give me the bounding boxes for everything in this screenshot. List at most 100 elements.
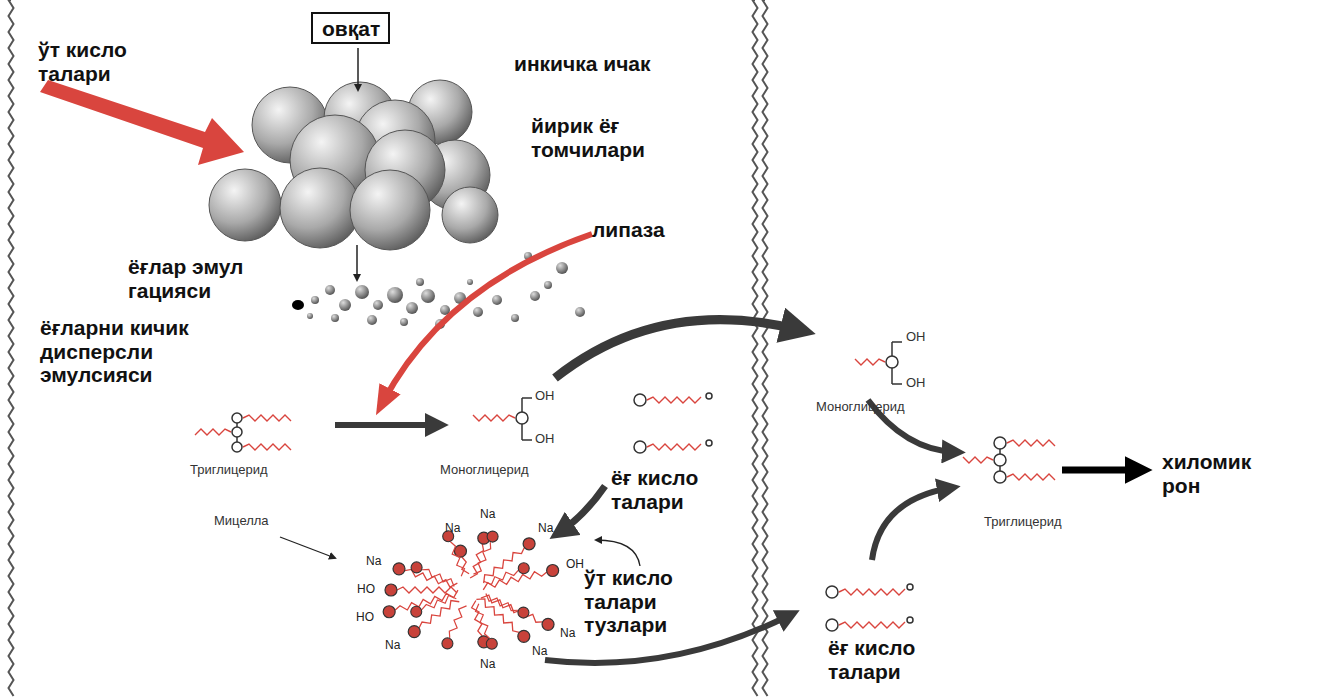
- hydrolysis-arrow: [335, 422, 438, 428]
- micelle-head: [411, 562, 422, 573]
- micelle-head: [383, 606, 395, 618]
- micelle: [383, 531, 558, 649]
- bond: [522, 439, 532, 441]
- callout-label: ўт кисло талари тузлари: [584, 566, 704, 637]
- micelle-tail: [422, 595, 456, 609]
- fat-droplet: [280, 168, 360, 248]
- emulsion-droplet: [400, 318, 408, 326]
- chem-label: OH: [535, 389, 565, 404]
- emulsion-droplet: [387, 287, 403, 303]
- glycerol-atom: [826, 586, 838, 598]
- emulsion-droplet: [373, 300, 383, 310]
- micelle-tail: [475, 604, 489, 638]
- micelle-tail: [405, 569, 458, 587]
- chem-label: HO: [357, 583, 381, 596]
- fatty-chain: [195, 429, 231, 435]
- fatty-chain: [839, 589, 905, 595]
- emulsion-droplet: [544, 281, 552, 289]
- emulsion-droplet: [421, 289, 435, 303]
- micelle-tail: [484, 570, 518, 584]
- micelle-tail: [422, 569, 454, 586]
- emulsion-droplet: [556, 262, 568, 274]
- chem-label: Na: [480, 658, 504, 671]
- chem-label: OH: [535, 432, 565, 447]
- emulsion-droplet: [355, 285, 369, 299]
- bile-arrow: [40, 80, 244, 165]
- emulsion-droplet: [311, 296, 319, 304]
- fat-droplets: [209, 80, 498, 250]
- glycerol-atom: [706, 393, 712, 399]
- glycerol-atom: [994, 454, 1006, 466]
- emulsion-droplet: [367, 315, 377, 325]
- micelle-tail: [419, 601, 459, 629]
- micelle-tail: [395, 590, 458, 610]
- glycerol-atom: [232, 442, 242, 452]
- fat-droplet: [209, 169, 281, 241]
- micelle-tail: [473, 542, 490, 574]
- chem-label: Na: [560, 627, 584, 640]
- callout-label: инкичка ичак: [514, 52, 654, 76]
- callout-label: ёғларни кичик дисперсли эмулсияси: [40, 316, 230, 387]
- emulsion-droplet: [473, 307, 483, 317]
- glycerol-atom: [907, 584, 913, 590]
- callout-label: ёғлар эмул гацияси: [128, 255, 278, 302]
- release-arrow: [545, 615, 790, 663]
- leader-arrow: [596, 540, 640, 566]
- emulsion-droplet: [331, 314, 339, 322]
- fatty-chain: [1007, 440, 1055, 446]
- fatty-chain: [243, 444, 291, 450]
- chem-label: Na: [480, 508, 504, 521]
- food-arrow: [357, 48, 359, 90]
- chem-label: Моноглицерид: [816, 400, 926, 415]
- micelle-head: [523, 538, 535, 550]
- glycerol-atom: [826, 619, 838, 631]
- micelle-head: [411, 606, 422, 617]
- micelle-tail: [449, 606, 466, 638]
- glycerol-atom: [634, 441, 646, 453]
- wall-line: [9, 0, 14, 696]
- micelle-head: [408, 626, 420, 638]
- chem-label: OH: [906, 376, 936, 391]
- fat-droplet: [350, 170, 430, 250]
- micelle-head: [487, 531, 498, 542]
- micelle-tail: [450, 542, 464, 576]
- food-box: овқат: [311, 12, 390, 44]
- emulsion-droplet: [406, 302, 418, 314]
- emulsion-droplet: [325, 285, 335, 295]
- micelle-head: [547, 565, 559, 577]
- micelle-head: [542, 618, 554, 630]
- callout-label: липаза: [592, 218, 702, 242]
- chem-label: OH: [906, 330, 936, 345]
- emulsion-droplet: [575, 307, 585, 317]
- glycerol-atom: [706, 440, 712, 446]
- emulsion-droplet: [467, 279, 473, 285]
- callout-label: йирик ёғ томчилари: [531, 114, 681, 161]
- fatty-chain: [1007, 474, 1055, 480]
- emulsion-droplet: [511, 314, 519, 322]
- fatty-chain: [647, 397, 701, 403]
- micelle-head: [442, 638, 453, 649]
- fatty-chain: [963, 457, 993, 463]
- chem-label: Триглицерид: [190, 463, 300, 478]
- micelle-arrow: [560, 486, 605, 532]
- chem-label: Na: [385, 639, 409, 652]
- micelle-head: [518, 607, 529, 618]
- chem-label: HO: [356, 611, 380, 624]
- chem-label: Мицелла: [214, 514, 294, 529]
- emulsion-droplet: [339, 299, 351, 311]
- fatty-chain: [243, 415, 291, 421]
- chylomicron-arrow: [1062, 467, 1140, 474]
- glycerol-atom: [994, 437, 1006, 449]
- intestine-wall: [9, 0, 768, 696]
- resynthesis-arrow: [872, 488, 950, 560]
- callout-label: ўт кисло талари: [38, 38, 173, 85]
- fatty-chain: [855, 359, 885, 365]
- glycerol-atom: [994, 471, 1006, 483]
- box-text: овқат: [322, 17, 379, 41]
- glycerol-atom: [232, 427, 242, 437]
- micelle-head: [518, 630, 530, 642]
- glycerol-atom: [886, 356, 898, 368]
- micelle-tail: [397, 587, 457, 593]
- chem-label: Моноглицерид: [440, 463, 550, 478]
